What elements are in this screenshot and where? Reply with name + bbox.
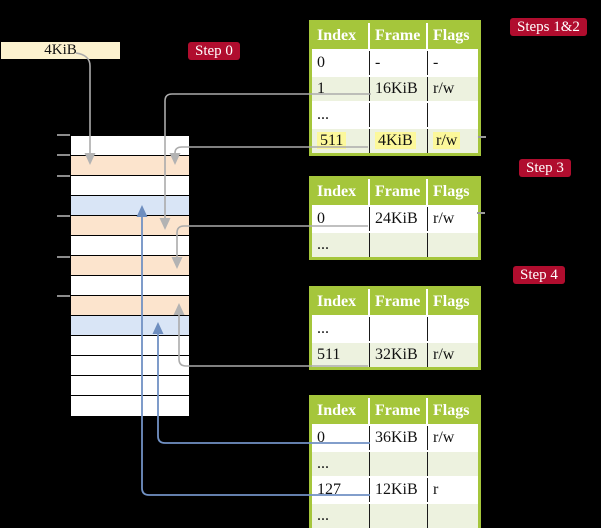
page-table-steps-1-2: Index Frame Flags 0 - - 1 16KiB r/w ... … <box>309 20 481 156</box>
col-header-flags: Flags <box>433 183 470 200</box>
memory-frame-row <box>71 356 189 376</box>
col-header-flags: Flags <box>433 293 470 310</box>
col-header-index: Index <box>312 179 370 205</box>
memory-frame-row <box>71 216 189 236</box>
page-table-step-4: Index Frame Flags ... 511 32KiB r/w <box>309 286 481 370</box>
col-header-flags: Flags <box>433 27 470 44</box>
highlighted-value: r/w <box>433 132 461 149</box>
memory-tick <box>57 134 70 136</box>
memory-tick <box>57 215 70 217</box>
memory-tick <box>57 154 70 156</box>
memory-frame-row <box>71 296 189 316</box>
memory-frame-row <box>71 176 189 196</box>
physical-memory-column <box>70 135 190 417</box>
highlighted-value: 511 <box>317 132 347 149</box>
step-3-badge: Step 3 <box>519 159 571 177</box>
table-row: ... <box>312 502 478 528</box>
table-row: 0 24KiB r/w <box>312 205 478 231</box>
memory-frame-row <box>71 376 189 396</box>
col-header-frame: Frame <box>370 289 428 315</box>
memory-tick <box>57 175 70 177</box>
col-header-flags: Flags <box>433 402 470 419</box>
page-table-step-3: Index Frame Flags 0 24KiB r/w ... <box>309 176 481 260</box>
col-header-frame: Frame <box>370 398 428 424</box>
table-row: 1 16KiB r/w <box>312 75 478 101</box>
frame-size-box: 4KiB <box>1 42 120 59</box>
table-row-highlighted: 511 4KiB r/w <box>312 127 478 153</box>
memory-frame-row <box>71 316 189 336</box>
table-row: 511 32KiB r/w <box>312 341 478 367</box>
memory-frame-row <box>71 336 189 356</box>
table-row: ... <box>312 450 478 476</box>
table-header-row: Index Frame Flags <box>312 179 478 205</box>
memory-frame-row <box>71 156 189 176</box>
table-row: 0 36KiB r/w <box>312 424 478 450</box>
table-row: ... <box>312 315 478 341</box>
table-row: ... <box>312 231 478 257</box>
memory-frame-row <box>71 136 189 156</box>
table-row: 127 12KiB r <box>312 476 478 502</box>
col-header-index: Index <box>312 23 370 49</box>
steps-1-2-badge: Steps 1&2 <box>510 18 587 36</box>
table-header-row: Index Frame Flags <box>312 289 478 315</box>
col-header-index: Index <box>312 289 370 315</box>
col-header-frame: Frame <box>370 179 428 205</box>
step-0-badge: Step 0 <box>188 42 240 60</box>
page-table-leaf-level: Index Frame Flags 0 36KiB r/w ... 127 12… <box>309 395 481 528</box>
highlighted-value: 4KiB <box>375 132 416 149</box>
memory-frame-row <box>71 196 189 216</box>
table-row: ... <box>312 101 478 127</box>
memory-frame-row <box>71 236 189 256</box>
memory-frame-row <box>71 256 189 276</box>
memory-frame-row <box>71 276 189 296</box>
col-header-frame: Frame <box>370 23 428 49</box>
memory-frame-row <box>71 396 189 416</box>
table-row: 0 - - <box>312 49 478 75</box>
memory-tick <box>57 256 70 258</box>
table-header-row: Index Frame Flags <box>312 23 478 49</box>
col-header-index: Index <box>312 398 370 424</box>
step-4-badge: Step 4 <box>513 266 565 284</box>
table-header-row: Index Frame Flags <box>312 398 478 424</box>
memory-tick <box>57 295 70 297</box>
